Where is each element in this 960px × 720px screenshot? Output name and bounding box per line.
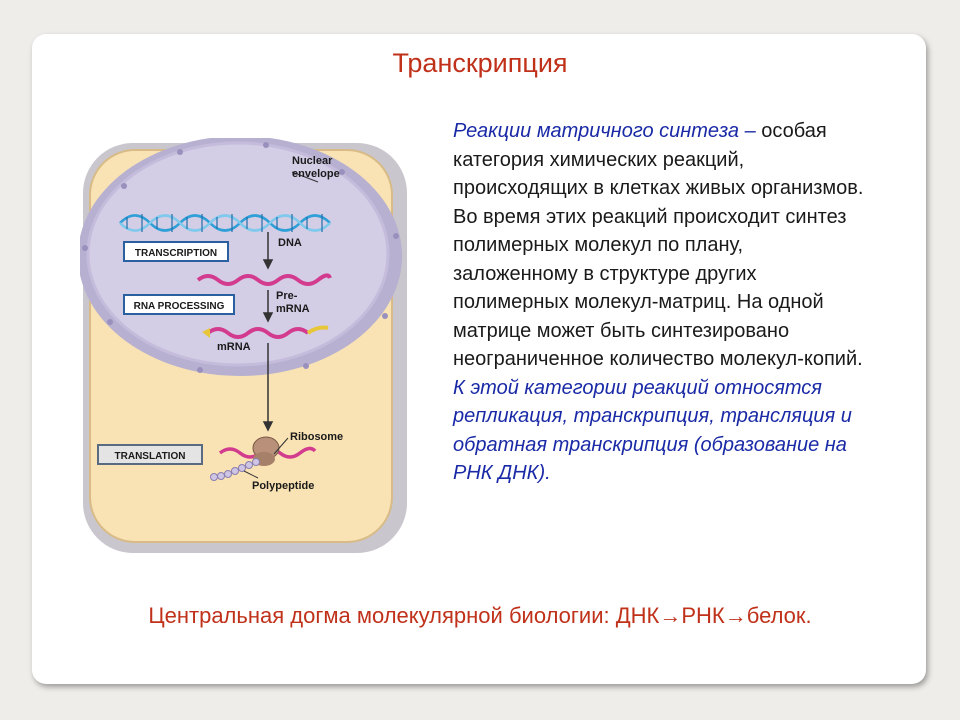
mrna-strand <box>202 325 329 339</box>
polypeptide-chain <box>210 458 260 481</box>
pre-mrna-strand <box>196 273 332 286</box>
ribosome-label: Ribosome <box>290 431 343 443</box>
slide-title: Транскрипция <box>392 48 568 78</box>
translation-box: TRANSLATION <box>97 444 203 465</box>
pre-mrna-label-1: Pre- <box>276 290 298 302</box>
translation-label: TRANSLATION <box>115 451 186 462</box>
nuclear-pores <box>82 142 399 373</box>
dogma-suffix: белок. <box>746 603 812 628</box>
dogma-arrow-icon: → <box>724 603 747 628</box>
rna-processing-label: RNA PROCESSING <box>134 301 225 312</box>
cell-figure: TRANSCRIPTION RNA PROCESSING TRANSLATION <box>78 136 410 563</box>
dna-helix <box>119 214 331 232</box>
nuclear-envelope-label-2: envelope <box>292 168 340 180</box>
central-dogma-line: Центральная догма молекулярной биологии:… <box>0 603 960 629</box>
process-arrows <box>262 232 274 432</box>
dogma-middle: РНК <box>681 603 725 628</box>
mrna-label: mRNA <box>217 341 251 353</box>
nuclear-envelope-label-1: Nuclear <box>292 155 333 167</box>
polypeptide-label: Polypeptide <box>252 480 314 492</box>
paragraph-tail: К этой категории реакций относятся репли… <box>453 376 852 485</box>
cell-diagram: TRANSCRIPTION RNA PROCESSING TRANSLATION <box>78 136 407 553</box>
label-leaders <box>243 171 319 479</box>
dogma-prefix: Центральная догма молекулярной биологии:… <box>148 603 660 628</box>
dogma-arrow-icon: → <box>659 603 682 628</box>
paragraph-main: особая категория химических реакций, про… <box>453 120 864 370</box>
dna-label: DNA <box>278 237 302 249</box>
definition-paragraph: Реакции матричного синтеза – особая кате… <box>453 117 873 488</box>
rna-processing-box: RNA PROCESSING <box>123 294 235 315</box>
pre-mrna-label-2: mRNA <box>276 303 310 315</box>
transcription-label: TRANSCRIPTION <box>135 248 217 259</box>
paragraph-lead: Реакции матричного синтеза – <box>453 120 756 142</box>
transcription-box: TRANSCRIPTION <box>123 241 229 262</box>
